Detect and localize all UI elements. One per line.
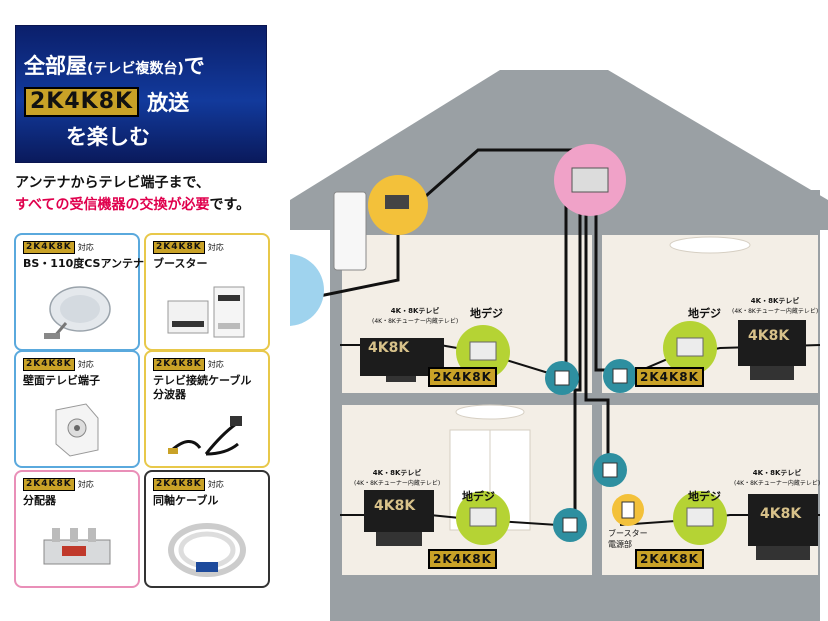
card-title-line2: 分波器	[153, 388, 186, 401]
tv	[738, 320, 806, 366]
tv-sublabel: (4K・8Kチューナー内蔵テレビ)	[354, 480, 441, 487]
card-title: 分配器	[23, 494, 56, 507]
ceiling-lamp	[455, 404, 525, 420]
dish-marker	[290, 254, 324, 326]
card-title: テレビ接続ケーブル分波器	[153, 374, 251, 402]
tv-sublabel: (4K・8Kチューナー内蔵テレビ)	[734, 480, 821, 487]
chideji-label: 地デジ	[470, 307, 503, 320]
card-badge: 2K4K8K	[153, 241, 205, 254]
banner-line1-main: 全部屋	[24, 54, 87, 78]
tv-label: 4K・8Kテレビ	[372, 469, 422, 477]
banner-line2: 2K4K8K 放送	[24, 87, 190, 117]
wall-terminal-icon	[55, 403, 99, 457]
floor-2k4k8k-badge: 2K4K8K	[428, 367, 497, 387]
chideji-label: 地デジ	[688, 490, 721, 503]
card-taio: 対応	[77, 360, 94, 369]
booster-unit-icon	[385, 195, 409, 209]
tv-sublabel: (4K・8Kチューナー内蔵テレビ)	[372, 318, 459, 325]
card-title: 壁面テレビ端子	[23, 374, 100, 387]
booster-power-label-line2: 電源部	[608, 540, 632, 549]
banner-line1-paren: (テレビ複数台)	[87, 61, 184, 77]
card-badge: 2K4K8K	[153, 478, 205, 491]
card-badge: 2K4K8K	[23, 241, 75, 254]
card-title: ブースター	[153, 257, 208, 270]
card-badge: 2K4K8K	[23, 358, 75, 371]
banner-line3: を楽しむ	[66, 125, 150, 149]
tv	[748, 494, 818, 546]
card-badge: 2K4K8K	[23, 478, 75, 491]
card-taio: 対応	[77, 243, 94, 252]
tv-screen: 4K8K	[748, 328, 790, 344]
banner-hoso: 放送	[147, 91, 190, 115]
title-banner: 全部屋(テレビ複数台)で 2K4K8K 放送 を楽しむ	[15, 25, 267, 163]
tv-sublabel: (4K・8Kチューナー内蔵テレビ)	[732, 308, 819, 315]
card-title: 同軸ケーブル	[153, 494, 219, 507]
tv-screen: 4K8K	[760, 506, 802, 522]
lead-line1: アンテナからテレビ端子まで、	[15, 175, 210, 191]
lead-line2-red: すべての受信機器の交換が必要	[15, 197, 210, 213]
banner-line1-end: で	[183, 54, 205, 78]
tv-label: 4K・8Kテレビ	[390, 307, 440, 315]
card-taio: 対応	[207, 360, 224, 369]
card-taio: 対応	[207, 480, 224, 489]
booster-power-label-line1: ブースター	[608, 529, 648, 538]
tv-label: 4K・8Kテレビ	[752, 469, 802, 477]
banner-line1: 全部屋(テレビ複数台)で	[24, 50, 205, 80]
tv-label-2f-right: 4K・8Kテレビ (4K・8Kチューナー内蔵テレビ)	[732, 296, 818, 315]
lead-line2-end: です。	[209, 197, 251, 213]
tv-label-1f-right: 4K・8Kテレビ (4K・8Kチューナー内蔵テレビ)	[734, 468, 820, 487]
tv-screen: 4K8K	[374, 498, 416, 514]
ceiling-lamp	[669, 236, 751, 254]
card-taio: 対応	[77, 480, 94, 489]
banner-2k4k8k-badge: 2K4K8K	[24, 87, 140, 117]
tv-label-1f-left: 4K・8Kテレビ (4K・8Kチューナー内蔵テレビ)	[354, 468, 440, 487]
floor-2k4k8k-badge: 2K4K8K	[635, 549, 704, 569]
house-diagram	[290, 70, 828, 621]
cable-icon	[168, 416, 242, 456]
card-taio: 対応	[207, 243, 224, 252]
coax-cable-icon	[168, 523, 246, 577]
tv-label-2f-left: 4K・8Kテレビ (4K・8Kチューナー内蔵テレビ)	[372, 306, 458, 325]
floor-2k4k8k-badge: 2K4K8K	[635, 367, 704, 387]
booster-power-label: ブースター電源部	[608, 528, 648, 550]
chideji-label: 地デジ	[688, 307, 721, 320]
tv-screen: 4K8K	[368, 340, 410, 356]
chideji-label: 地デジ	[462, 490, 495, 503]
tv-label: 4K・8Kテレビ	[750, 297, 800, 305]
floor-2k4k8k-badge: 2K4K8K	[428, 549, 497, 569]
uhf-antenna-icon	[333, 191, 367, 271]
antenna-icon	[44, 286, 111, 339]
lead-line2: すべての受信機器の交換が必要です。	[15, 194, 250, 214]
distributor-icon	[43, 528, 111, 565]
card-badge: 2K4K8K	[153, 358, 205, 371]
booster-icon	[167, 286, 245, 338]
tv	[364, 490, 434, 532]
splitter-icon	[571, 167, 609, 193]
card-title-line1: テレビ接続ケーブル	[153, 374, 252, 387]
card-title: BS・110度CSアンテナ	[23, 257, 145, 270]
